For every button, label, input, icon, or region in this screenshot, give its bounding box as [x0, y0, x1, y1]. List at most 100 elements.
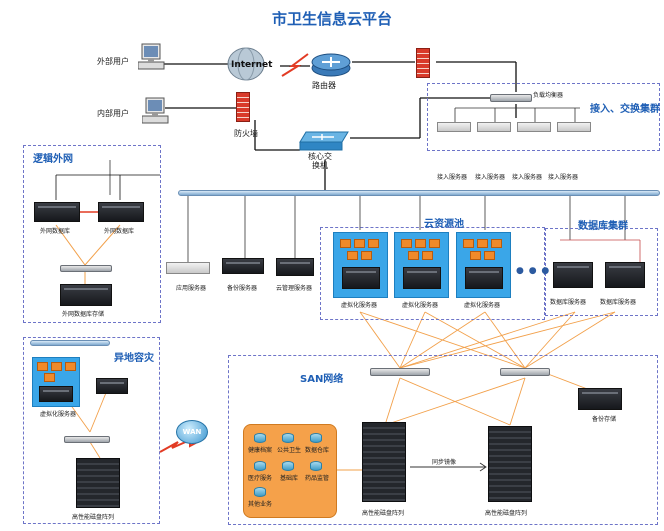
- logic-external-group: [23, 145, 161, 323]
- database-label: 药品监管: [305, 475, 330, 482]
- san-storage-left-label: 高性能磁盘阵列: [362, 510, 405, 517]
- vm-icon: [415, 239, 426, 248]
- virt-server-label: 虚拟化服务器: [464, 302, 501, 309]
- san-switch-device: [500, 368, 550, 376]
- vm-icon: [408, 251, 419, 260]
- external-user-label: 外部用户: [97, 57, 129, 66]
- business-databases-box: 健康档案 公共卫生 数据仓库 医疗服务 基础库 药品监管 其他业务: [243, 424, 337, 518]
- virt-server-cluster: [394, 232, 449, 298]
- external-switch-device: [60, 265, 112, 272]
- virt-server-cluster: [333, 232, 388, 298]
- vm-icon: [491, 239, 502, 248]
- db-server-device: [605, 262, 645, 288]
- sync-mirror-label: 同步镜像: [432, 459, 457, 466]
- san-storage-rack: [488, 426, 532, 502]
- external-db-server-device: [34, 202, 80, 222]
- virt-server-label: 虚拟化服务器: [341, 302, 378, 309]
- san-storage-right-label: 高性能磁盘阵列: [485, 510, 528, 517]
- backbone-bus: [178, 190, 660, 196]
- database-label: 医疗服务: [248, 475, 273, 482]
- vm-icon: [44, 373, 55, 382]
- dr-virt-cluster: [32, 357, 80, 407]
- db-server-label: 数据库服务器: [600, 299, 637, 306]
- access-server-label: 接入服务器: [512, 174, 543, 181]
- vm-icon: [401, 239, 412, 248]
- load-balancer-label: 负载均衡器: [533, 92, 564, 99]
- access-server-device: [437, 122, 471, 132]
- internal-user-pc-icon: [142, 97, 169, 124]
- router-label: 路由器: [312, 81, 336, 90]
- virt-server-device: [403, 267, 441, 289]
- db-cluster-label: 数据库集群: [578, 221, 628, 232]
- virt-server-device: [465, 267, 503, 289]
- logic-external-label: 逻辑外网: [33, 154, 73, 165]
- vm-icon: [65, 362, 76, 371]
- external-db-server-label: 外网数据库: [40, 228, 71, 235]
- core-switch-label: 核心交换机: [308, 152, 332, 170]
- more-servers-ellipsis: ● ● ●: [516, 266, 551, 276]
- internal-user-label: 内部用户: [97, 109, 129, 118]
- vm-icon: [422, 251, 433, 260]
- external-storage-device: [60, 284, 112, 306]
- firewall-icon: [236, 92, 250, 122]
- disaster-recovery-group: [23, 337, 160, 524]
- vm-icon: [429, 239, 440, 248]
- vm-icon: [51, 362, 62, 371]
- virt-server-label: 虚拟化服务器: [402, 302, 439, 309]
- database-icon: [282, 433, 294, 443]
- access-server-device: [477, 122, 511, 132]
- database-label: 公共卫生: [277, 447, 302, 454]
- database-label: 基础库: [280, 475, 299, 482]
- diagram-title: 市卫生信息云平台: [271, 10, 392, 28]
- access-server-device: [557, 122, 591, 132]
- dr-switch-device: [64, 436, 110, 443]
- vm-icon: [347, 251, 358, 260]
- access-server-label: 接入服务器: [475, 174, 506, 181]
- access-server-device: [517, 122, 551, 132]
- vm-icon: [368, 239, 379, 248]
- vm-icon: [361, 251, 372, 260]
- firewall-top-icon: [416, 48, 430, 78]
- database-label: 其他业务: [248, 501, 273, 508]
- cloud-mgmt-server-label: 云管理服务器: [276, 285, 313, 292]
- dr-server-device: [96, 378, 128, 394]
- database-label: 健康档案: [248, 447, 273, 454]
- db-server-device: [553, 262, 593, 288]
- vm-icon: [37, 362, 48, 371]
- access-server-label: 接入服务器: [548, 174, 579, 181]
- database-icon: [254, 461, 266, 471]
- dr-bus: [30, 340, 110, 346]
- cloud-pool-label: 云资源池: [424, 219, 464, 230]
- backup-server-label: 备份服务器: [227, 285, 258, 292]
- san-label: SAN网络: [300, 374, 344, 385]
- external-storage-label: 外网数据库存储: [62, 311, 105, 318]
- backup-storage-device: [578, 388, 622, 410]
- vm-icon: [463, 239, 474, 248]
- vm-icon: [354, 239, 365, 248]
- router-icon: [311, 53, 351, 77]
- external-user-pc-icon: [138, 43, 165, 70]
- vm-icon: [340, 239, 351, 248]
- san-group: [228, 355, 658, 525]
- vm-icon: [470, 251, 481, 260]
- db-server-label: 数据库服务器: [550, 299, 587, 306]
- vm-icon: [484, 251, 495, 260]
- backup-server-device: [222, 258, 264, 274]
- external-db-server-device: [98, 202, 144, 222]
- san-storage-rack: [362, 422, 406, 502]
- external-db-server-label: 外网数据库: [104, 228, 135, 235]
- firewall-label: 防火墙: [234, 129, 258, 138]
- load-balancer-device: [490, 94, 532, 102]
- core-switch-icon: [299, 131, 349, 151]
- cloud-mgmt-server-device: [276, 258, 314, 276]
- database-icon: [282, 461, 294, 471]
- backup-storage-label: 备份存储: [592, 416, 617, 423]
- database-icon: [310, 461, 322, 471]
- wan-cloud-icon: WAN: [176, 420, 208, 444]
- database-icon: [254, 433, 266, 443]
- access-cluster-group: [427, 83, 660, 151]
- app-server-device: [166, 262, 210, 274]
- san-switch-device: [370, 368, 430, 376]
